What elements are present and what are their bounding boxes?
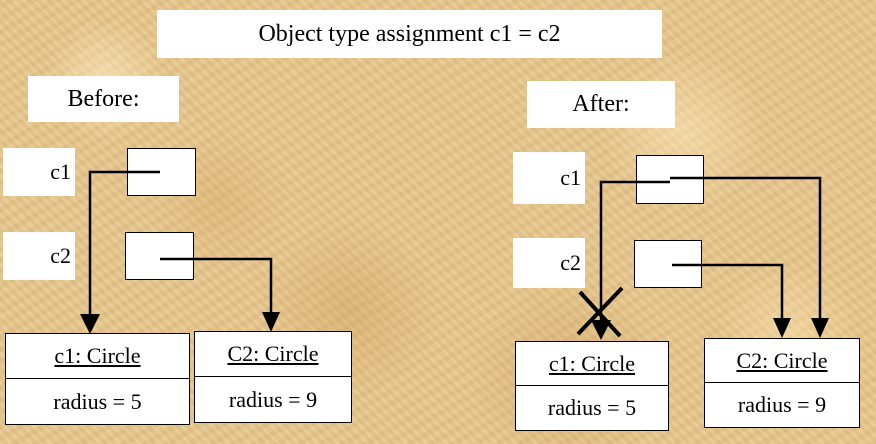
object-name: c1: Circle bbox=[6, 334, 189, 379]
after-c2-variable-label: c2 bbox=[513, 238, 585, 288]
after-old-c1-arrowhead bbox=[591, 320, 611, 340]
object-attribute: radius = 9 bbox=[737, 392, 827, 417]
before-c1-variable-label: c1 bbox=[3, 148, 75, 196]
before-c2-circle-object: C2: Circle radius = 9 bbox=[194, 331, 352, 423]
before-c2-arrowhead bbox=[262, 312, 280, 332]
after-c1-reference-box bbox=[636, 155, 704, 204]
object-name: c1: Circle bbox=[516, 342, 668, 386]
after-c1-circle-object: c1: Circle radius = 5 bbox=[515, 341, 669, 431]
after-c1-arrowhead bbox=[811, 318, 829, 338]
before-heading: Before: bbox=[28, 76, 179, 122]
object-attribute: radius = 5 bbox=[53, 388, 142, 414]
after-heading: After: bbox=[527, 81, 675, 128]
diagram-title: Object type assignment c1 = c2 bbox=[157, 10, 662, 58]
before-c2-variable-label: c2 bbox=[3, 232, 75, 280]
before-c2-reference-box bbox=[125, 232, 194, 280]
after-c2-arrowhead bbox=[773, 318, 791, 338]
before-c1-reference-box bbox=[127, 148, 196, 196]
object-name: C2: Circle bbox=[195, 332, 351, 377]
object-name: C2: Circle bbox=[705, 339, 859, 383]
before-c1-circle-object: c1: Circle radius = 5 bbox=[5, 333, 190, 425]
object-attribute: radius = 5 bbox=[547, 395, 637, 420]
after-c1-variable-label: c1 bbox=[513, 152, 585, 204]
cross-mark-stroke-2 bbox=[576, 286, 624, 336]
object-attribute: radius = 9 bbox=[228, 386, 318, 412]
cross-mark-stroke-1 bbox=[578, 290, 622, 338]
before-c1-arrowhead bbox=[80, 314, 100, 334]
after-c2-reference-box bbox=[634, 240, 702, 288]
after-c2-circle-object: C2: Circle radius = 9 bbox=[704, 338, 860, 428]
